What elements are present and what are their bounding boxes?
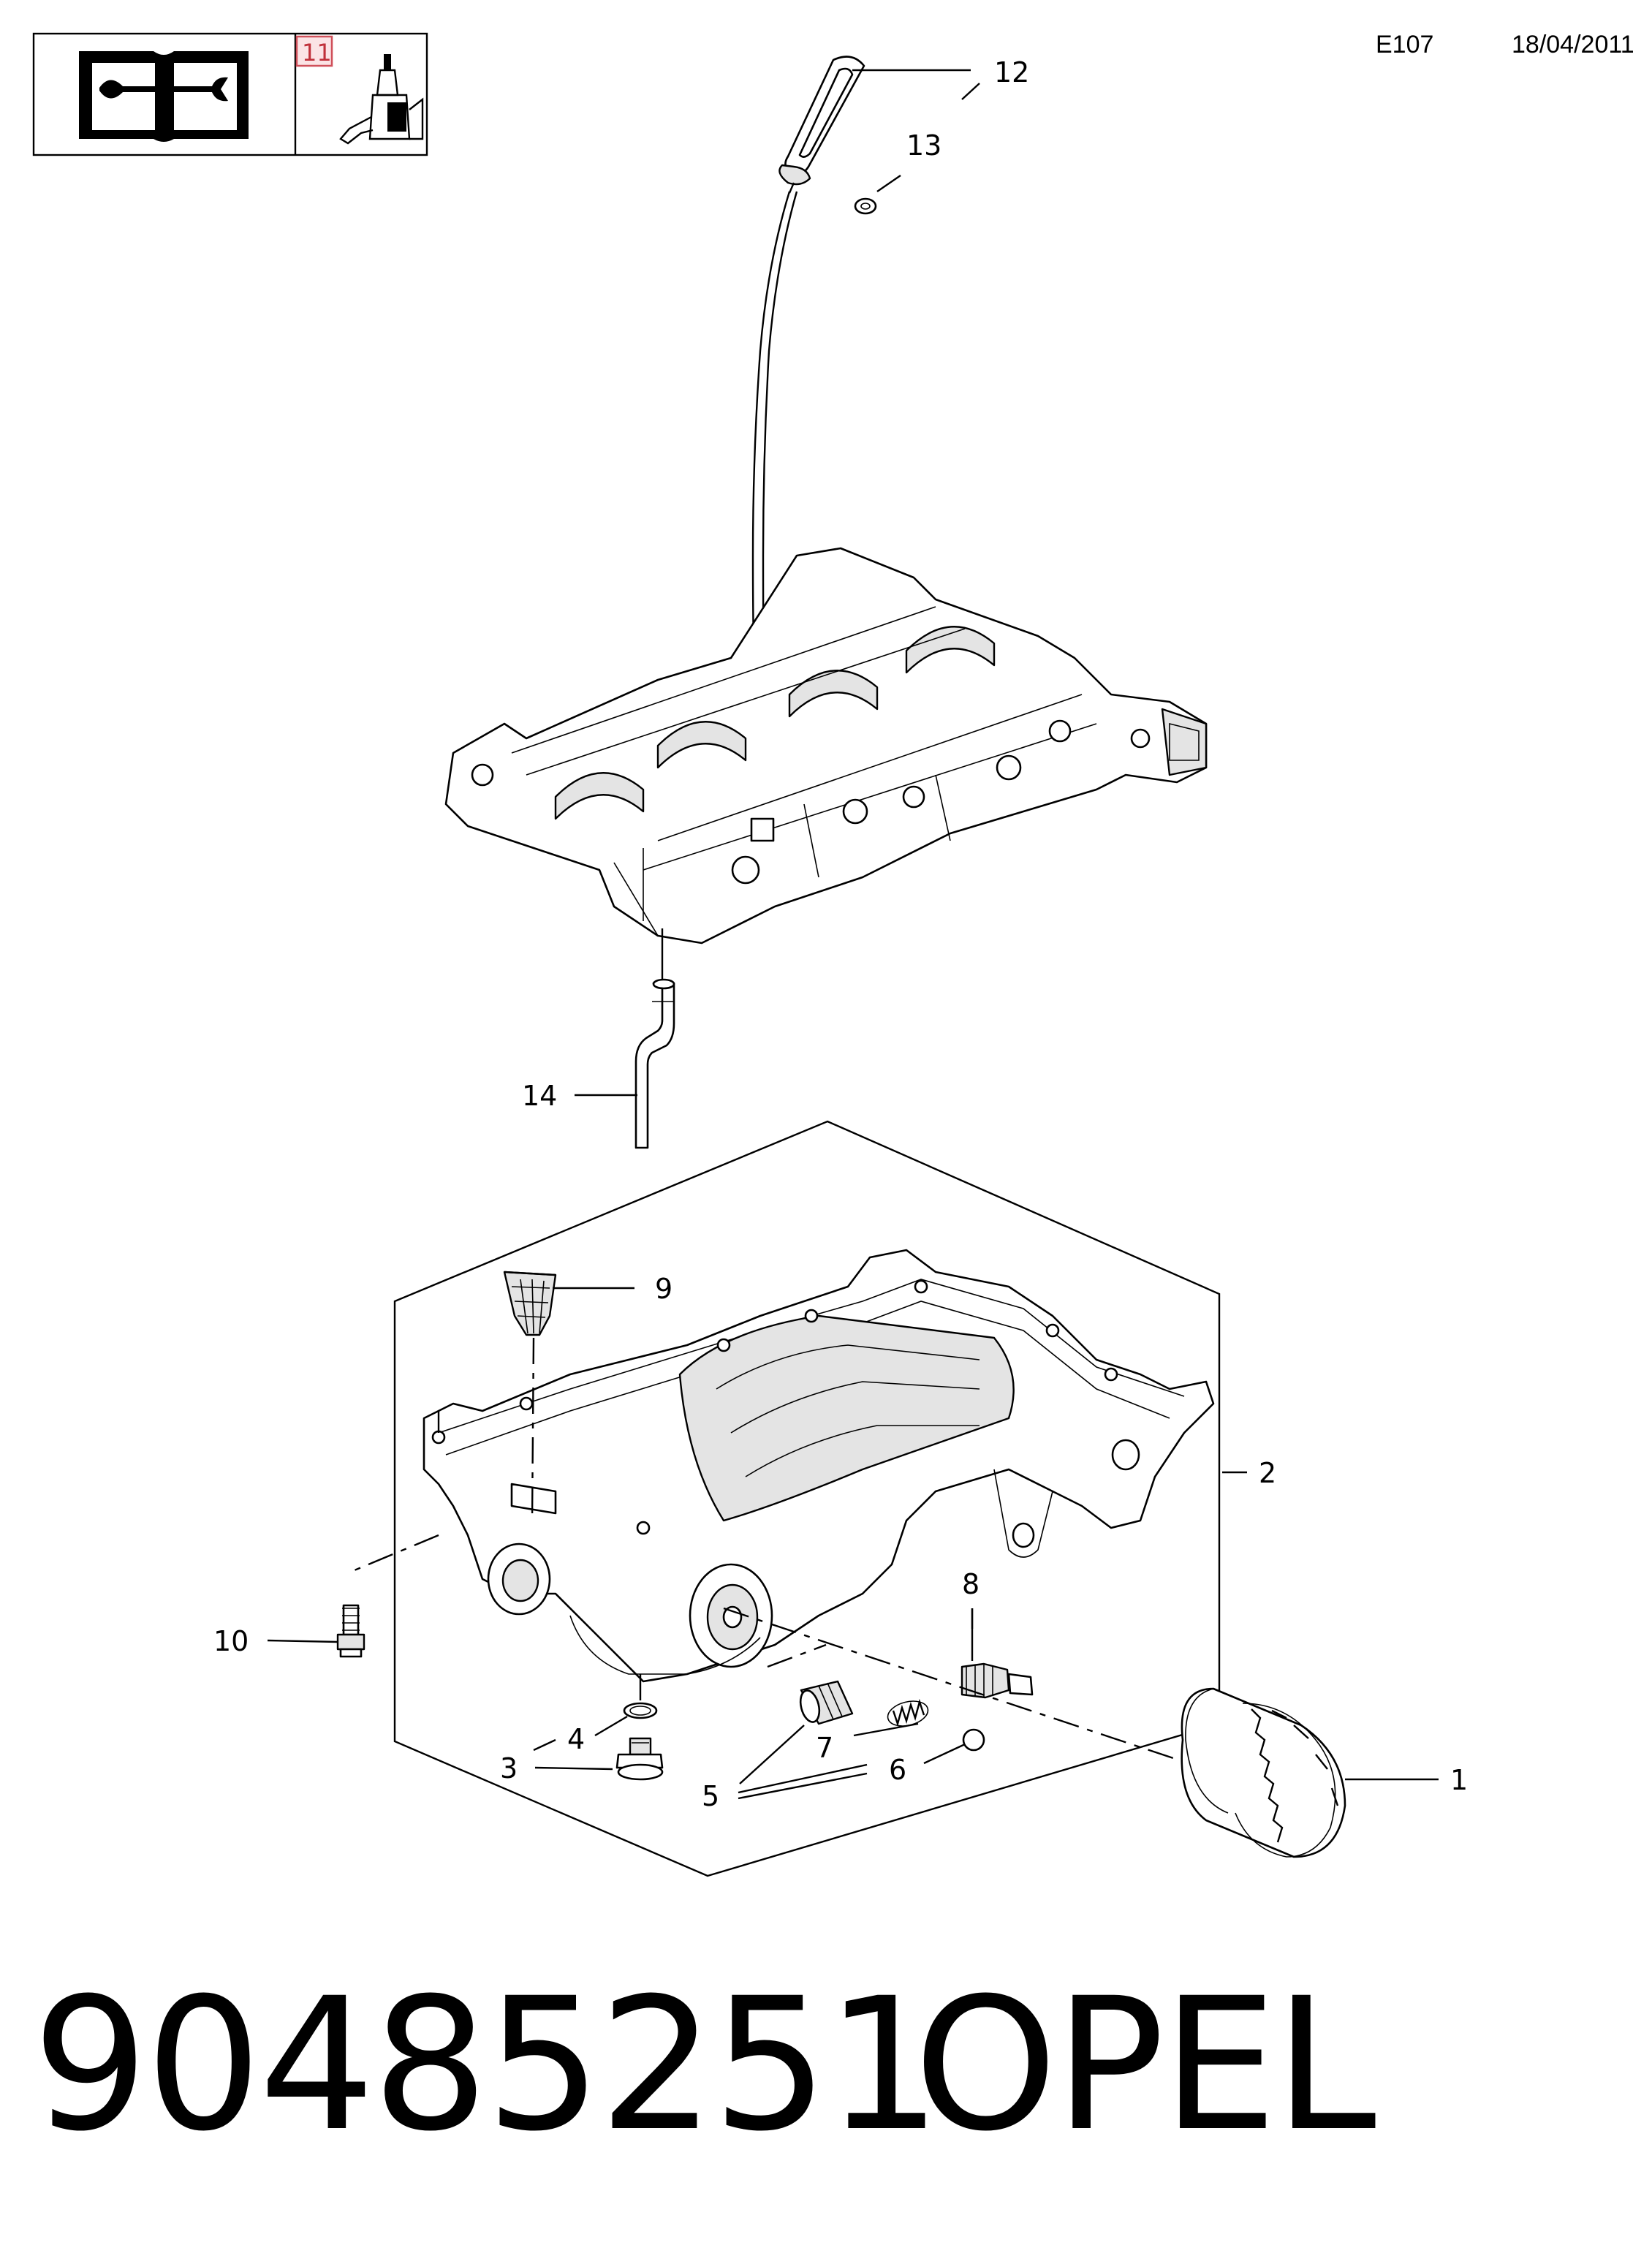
callout-8: 8 [962, 1568, 980, 1600]
callout-3: 3 [500, 1752, 518, 1784]
oil-pan [423, 1249, 1215, 1683]
sealant-tube-icon: 11 [295, 35, 424, 145]
manual-wrench-icon [79, 51, 249, 142]
diagram-date: 18/04/2011 [1512, 31, 1634, 58]
oil-filter-1 [1181, 1687, 1346, 1858]
dipstick-tube-14 [634, 943, 675, 1149]
drain-plug-3 [615, 1737, 664, 1781]
valve-plug-5 [799, 1680, 854, 1725]
valve-ball-6 [962, 1728, 985, 1752]
callout-5: 5 [702, 1780, 719, 1812]
callout-9: 9 [655, 1273, 672, 1305]
o-ring-13 [854, 197, 877, 215]
oil-pan-assembly-frame [393, 1120, 1221, 1877]
oil-pressure-switch-8 [960, 1608, 1034, 1699]
diagram-code: E107 [1376, 31, 1434, 58]
callout-14: 14 [522, 1080, 557, 1112]
dipstick [751, 56, 865, 833]
callout-7: 7 [816, 1732, 833, 1764]
part-number: 90485251 [32, 1958, 941, 2171]
header-icon-box: 11 [32, 32, 428, 156]
oil-strainer-9 [503, 1271, 557, 1336]
callout-13: 13 [906, 129, 941, 162]
callout-6: 6 [889, 1754, 906, 1786]
engine-bedplate [444, 547, 1208, 945]
bolt-10 [336, 1411, 440, 1658]
filter-alignment-dashline [723, 1607, 1185, 1763]
callout-2: 2 [1259, 1457, 1276, 1489]
callout-4: 4 [567, 1723, 585, 1755]
brand-name: OPEL [914, 1958, 1376, 2171]
strainer-dashline [531, 1337, 535, 1521]
drain-washer-4 [623, 1702, 658, 1719]
sheet-number: 11 [302, 39, 332, 67]
callout-1: 1 [1450, 1764, 1468, 1796]
callout-10: 10 [213, 1625, 249, 1657]
callout-12: 12 [994, 56, 1029, 88]
leader-lines [267, 69, 1439, 1800]
